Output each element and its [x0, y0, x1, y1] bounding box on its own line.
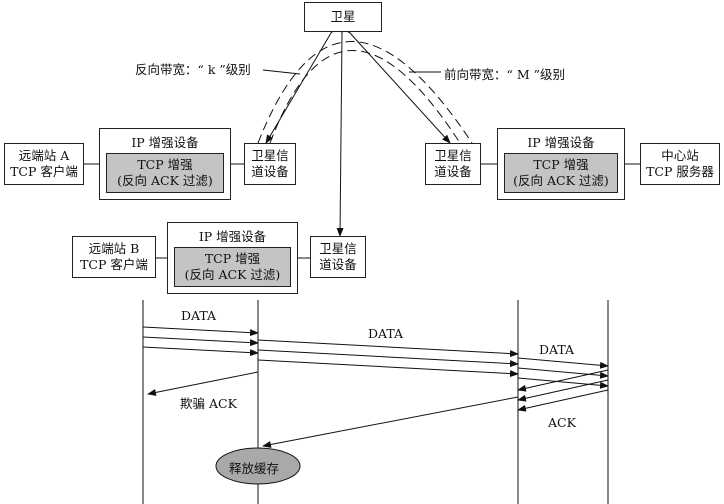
remote-a-role: TCP 客户端 — [10, 164, 78, 179]
satellite-label: 卫星 — [330, 9, 356, 24]
data-arrow — [142, 336, 259, 347]
satellite-channel-device-center: 卫星信 道设备 — [425, 143, 481, 185]
bandwidth-arc-outer — [257, 41, 473, 144]
data-label-1: DATA — [181, 308, 217, 323]
reverse-bandwidth-label: 反向带宽：“ k ”级别 — [135, 62, 251, 77]
release-buffer-label: 释放缓存 — [229, 461, 280, 476]
tcp-enhancement-label: TCP 增强 — [204, 251, 261, 266]
tcp-enhancement-label: TCP 增强 — [137, 157, 193, 172]
release-buffer-ellipse — [215, 447, 301, 485]
data-label-3: DATA — [539, 342, 575, 357]
sat-channel-b-line1: 卫星信 — [319, 241, 357, 256]
remote-b-role: TCP 客户端 — [80, 257, 148, 272]
center-name: 中心站 — [661, 148, 699, 163]
tcp-enhancement-module: TCP 增强 (反向 ACK 过滤) — [106, 153, 224, 193]
sat-channel-c-line2: 道设备 — [434, 164, 472, 179]
ack-filter-label: (反向 ACK 过滤) — [184, 267, 281, 282]
data-arrow — [517, 367, 609, 379]
ack-label: ACK — [548, 415, 576, 430]
sat-channel-b-line2: 道设备 — [319, 257, 357, 272]
satellite-channel-device-b: 卫星信 道设备 — [310, 236, 366, 278]
data-label-2: DATA — [368, 326, 404, 341]
ip-enhancement-device-b: IP 增强设备 TCP 增强 (反向 ACK 过滤) — [167, 222, 298, 294]
release-ack-arrow — [262, 396, 519, 448]
sat-channel-c-line1: 卫星信 — [434, 148, 472, 163]
center-role: TCP 服务器 — [646, 164, 714, 179]
forward-bandwidth-label: 前向带宽：“ M ”级别 — [444, 67, 566, 82]
satellite-channel-device-a: 卫星信 道设备 — [244, 143, 296, 185]
ack-arrow — [517, 389, 609, 412]
data-arrow — [142, 326, 259, 337]
tcp-enhancement-module: TCP 增强 (反向 ACK 过滤) — [174, 247, 291, 287]
remote-station-a: 远端站 A TCP 客户端 — [4, 143, 84, 185]
spoof-ack-label: 欺骗 ACK — [180, 396, 237, 411]
sat-link-a — [265, 24, 339, 144]
data-arrow — [517, 377, 609, 389]
data-arrow — [257, 349, 519, 368]
ack-filter-label: (反向 ACK 过滤) — [513, 173, 609, 188]
ack-arrow — [517, 369, 609, 392]
center-station: 中心站 TCP 服务器 — [640, 143, 720, 185]
satellite-box: 卫星 — [304, 2, 382, 32]
tcp-enhancement-module: TCP 增强 (反向 ACK 过滤) — [504, 153, 618, 193]
data-arrow — [257, 359, 519, 378]
ip-enhancement-device-center: IP 增强设备 TCP 增强 (反向 ACK 过滤) — [497, 128, 625, 200]
spoof-ack-arrow — [147, 371, 259, 396]
remote-a-name: 远端站 A — [18, 148, 70, 163]
data-arrow — [517, 357, 609, 369]
sat-link-center — [342, 24, 451, 144]
sat-link-b — [336, 24, 346, 237]
data-arrow — [257, 339, 519, 358]
tcp-enhancement-label: TCP 增强 — [533, 157, 589, 172]
ip-device-title: IP 增强设备 — [131, 135, 199, 150]
data-arrow — [142, 346, 259, 357]
remote-station-b: 远端站 B TCP 客户端 — [72, 236, 156, 278]
remote-b-name: 远端站 B — [88, 241, 140, 256]
sat-channel-a-line1: 卫星信 — [251, 148, 289, 163]
ip-device-title: IP 增强设备 — [527, 135, 595, 150]
ack-filter-label: (反向 ACK 过滤) — [117, 173, 213, 188]
ip-enhancement-device-a: IP 增强设备 TCP 增强 (反向 ACK 过滤) — [99, 128, 231, 200]
ip-device-title: IP 增强设备 — [198, 229, 267, 244]
ack-arrow — [517, 379, 609, 402]
sat-channel-a-line2: 道设备 — [251, 164, 289, 179]
bandwidth-arc-inner — [269, 50, 461, 144]
reverse-label-leader — [262, 69, 301, 75]
